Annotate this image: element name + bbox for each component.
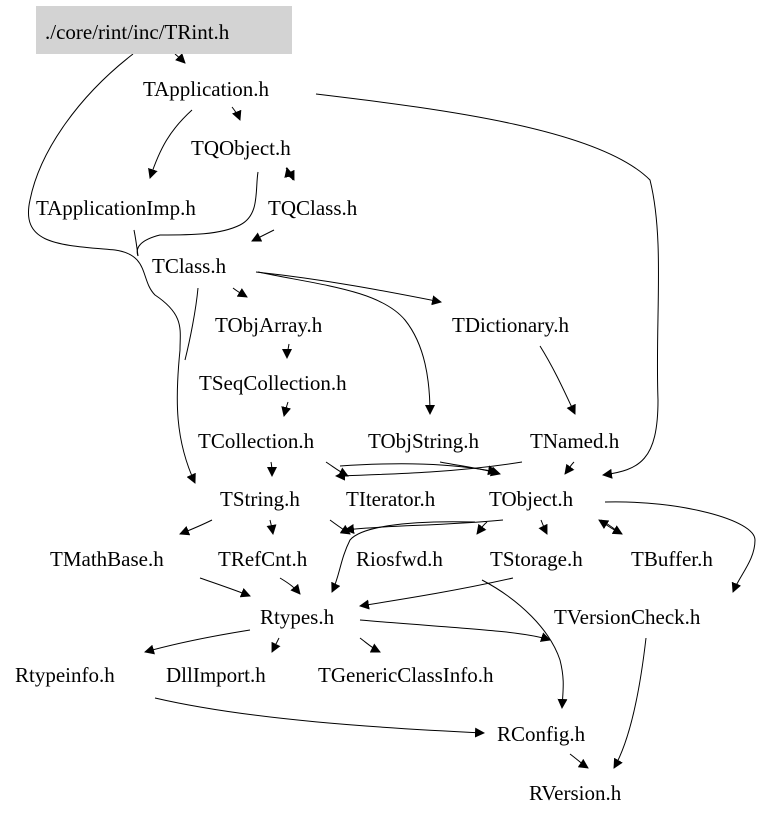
node-tgenericclassinfo[interactable]: TGenericClassInfo.h <box>318 663 494 687</box>
node-tmathbase[interactable]: TMathBase.h <box>50 547 164 571</box>
edge-tstorage-rconfig <box>481 579 568 709</box>
edge-tobject-riosfwd <box>344 519 504 534</box>
edge-tclass-tdictionary <box>255 271 442 306</box>
edge-tqclass-tqobject <box>284 167 295 181</box>
edge-tstring-trefcnt <box>266 519 277 535</box>
node-tapplication[interactable]: TApplication.h <box>143 77 270 101</box>
node-dllimport[interactable]: DllImport.h <box>166 663 266 687</box>
node-rconfig[interactable]: RConfig.h <box>497 722 586 746</box>
node-tstring[interactable]: TString.h <box>220 487 300 511</box>
edge-tqclass-tclass <box>251 229 275 242</box>
edge-tnamed-tobject <box>564 461 575 475</box>
edge-tstorage-rtypes <box>359 577 514 610</box>
edge-tcollection-tstring <box>266 461 277 477</box>
edge-tclass-tobjstring <box>257 271 435 415</box>
edge-tmathbase-rtypes <box>199 577 251 598</box>
node-tobjarray[interactable]: TObjArray.h <box>215 313 323 337</box>
edge-tdictionary-tnamed <box>539 345 576 415</box>
edge-tclass-tobjarray <box>232 287 248 298</box>
edge-tobjstring-tobject <box>439 461 501 477</box>
edge-trint-tstring <box>28 53 196 484</box>
root-node-highlight <box>36 6 292 54</box>
edge-tapplicationimp-tclass <box>133 229 139 257</box>
node-rtypes[interactable]: Rtypes.h <box>260 605 335 629</box>
node-tstorage[interactable]: TStorage.h <box>490 547 583 571</box>
edge-tstring-riosfwd <box>329 519 351 535</box>
edge-tnamed-titerator <box>335 461 523 481</box>
edge-tapplication-tapplicationimp <box>148 109 193 179</box>
node-tversioncheck[interactable]: TVersionCheck.h <box>554 605 701 629</box>
edge-tobject-tversioncheck <box>604 501 756 593</box>
edge-trefcnt-rtypes <box>279 577 301 595</box>
edge-tstring-tmathbase <box>179 519 213 536</box>
node-tqobject[interactable]: TQObject.h <box>191 136 291 160</box>
edge-trint-tapplication <box>174 53 186 64</box>
node-trefcnt[interactable]: TRefCnt.h <box>218 547 308 571</box>
edge-tversioncheck-rversion <box>613 637 647 769</box>
edge-tqobject-tclass <box>136 171 259 257</box>
edge-tapplication-tqobject <box>231 106 242 121</box>
node-riosfwd[interactable]: Riosfwd.h <box>356 547 443 571</box>
edge-rtypes-dllimport <box>271 637 281 653</box>
edge-rtypes-tgenericclassinfo <box>359 637 381 653</box>
node-tcollection[interactable]: TCollection.h <box>198 429 315 453</box>
node-tseqcollection[interactable]: TSeqCollection.h <box>199 371 347 395</box>
edge-layer <box>28 53 756 769</box>
node-rversion[interactable]: RVersion.h <box>529 781 622 805</box>
node-tobjstring[interactable]: TObjString.h <box>368 429 480 453</box>
node-tqclass[interactable]: TQClass.h <box>268 196 358 220</box>
edge-rtypes-rconfig <box>359 619 551 642</box>
edge-tobject-tstorage <box>476 521 488 535</box>
node-label-trint: ./core/rint/inc/TRint.h <box>45 20 230 44</box>
edge-rtypeinfo-rconfig <box>154 697 485 738</box>
node-titerator[interactable]: TIterator.h <box>346 487 436 511</box>
edge-tcollection-titerator <box>325 461 349 477</box>
edge-rconfig-rversion <box>569 753 589 769</box>
edge-tobject-rtypes <box>331 521 476 593</box>
edge-tobject-tstorage-2 <box>538 519 548 535</box>
node-tnamed[interactable]: TNamed.h <box>530 429 620 453</box>
edge-tseqcollection-tcollection <box>281 401 292 417</box>
edge-tobjarray-tseqcollection <box>282 343 293 359</box>
node-trint[interactable]: ./core/rint/inc/TRint.h <box>36 6 292 54</box>
edge-tapplication-tobject <box>315 93 660 479</box>
node-rtypeinfo[interactable]: Rtypeinfo.h <box>15 663 115 687</box>
node-tdictionary[interactable]: TDictionary.h <box>452 313 570 337</box>
node-tobject[interactable]: TObject.h <box>489 487 574 511</box>
node-tapplicationimp[interactable]: TApplicationImp.h <box>36 196 196 220</box>
node-tclass[interactable]: TClass.h <box>152 254 227 278</box>
node-tbuffer[interactable]: TBuffer.h <box>631 547 713 571</box>
node-layer: ./core/rint/inc/TRint.h TApplication.h T… <box>15 6 713 805</box>
edge-tclass-tstring <box>184 287 199 361</box>
edge-rtypes-rtypeinfo <box>144 629 251 655</box>
edge-tbuffer-tobject <box>598 519 623 535</box>
edge-tobject-tbuffer <box>600 519 623 535</box>
